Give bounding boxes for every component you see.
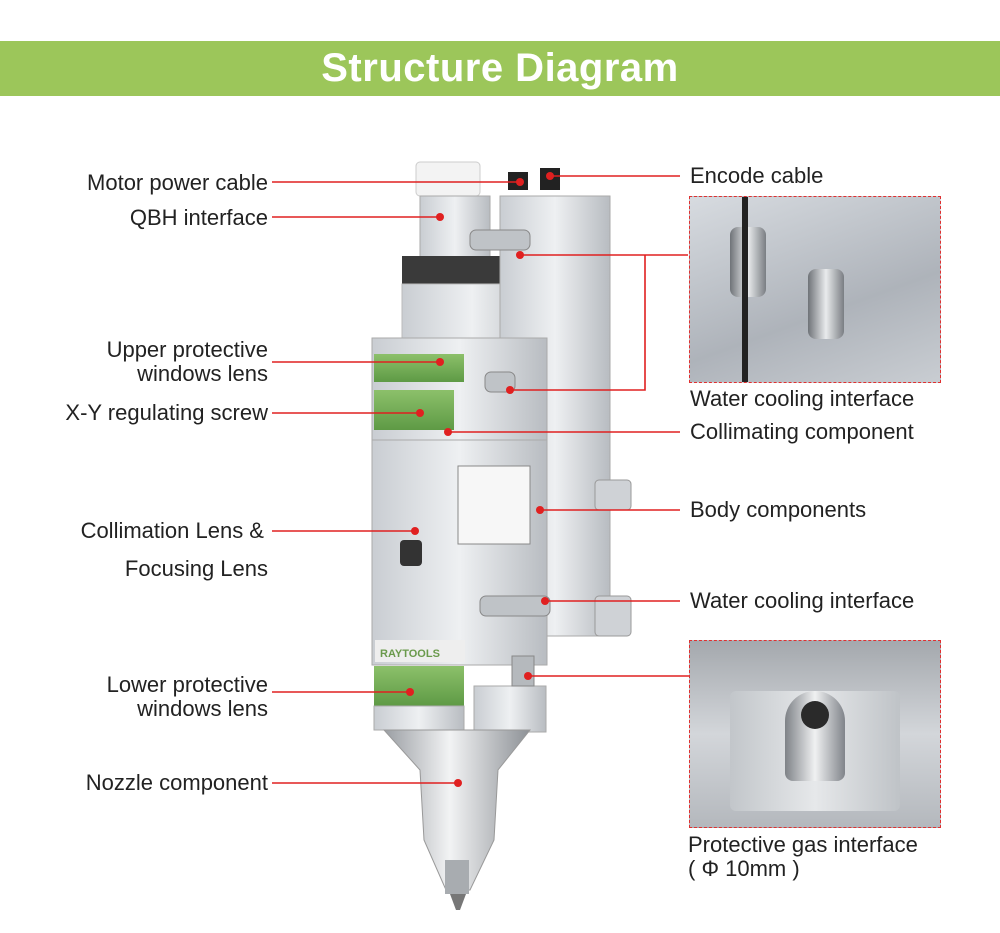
label-collimation-lens: Collimation Lens & bbox=[80, 518, 264, 543]
callout-dot bbox=[436, 213, 444, 221]
callout-dot bbox=[416, 409, 424, 417]
callout-dot bbox=[536, 506, 544, 514]
callout-dot bbox=[516, 178, 524, 186]
lower-protective-window bbox=[374, 666, 464, 706]
cable-closeup bbox=[742, 197, 748, 382]
callout-dot bbox=[436, 358, 444, 366]
qbh-cap bbox=[415, 161, 481, 197]
label-xy-regulating-screw: X-Y regulating screw bbox=[65, 400, 268, 425]
label-upper-protective-line1: Upper protective bbox=[106, 337, 268, 362]
callout-dot bbox=[506, 386, 514, 394]
callout-dot bbox=[454, 779, 462, 787]
label-nozzle-component: Nozzle component bbox=[85, 770, 268, 795]
label-water-cooling-lower: Water cooling interface bbox=[690, 588, 915, 613]
label-water-cooling-upper: Water cooling interface bbox=[690, 386, 915, 411]
callout-dot bbox=[444, 428, 452, 436]
lens-adjust-window bbox=[400, 540, 422, 566]
label-body-components: Body components bbox=[690, 497, 867, 522]
nozzle bbox=[382, 729, 532, 891]
gas-interface-closeup bbox=[689, 640, 941, 828]
label-lower-protective-line1: Lower protective bbox=[106, 672, 268, 697]
gas-fitting-bore bbox=[801, 701, 829, 729]
callout-dot bbox=[541, 597, 549, 605]
title-banner: Structure Diagram bbox=[0, 41, 1000, 96]
label-qbh-interface: QBH interface bbox=[129, 205, 268, 230]
water-fitting-closeup-right bbox=[808, 269, 844, 339]
callout-dot bbox=[546, 172, 554, 180]
callout-dot bbox=[406, 688, 414, 696]
xy-screw-block bbox=[374, 390, 454, 430]
nozzle-tip bbox=[450, 894, 466, 910]
lower-collar bbox=[373, 705, 465, 731]
mount-bracket-upper bbox=[594, 479, 632, 511]
label-upper-protective-line2: windows lens bbox=[137, 361, 268, 386]
water-fitting-upper bbox=[469, 229, 531, 251]
spec-label-plate bbox=[457, 465, 531, 545]
label-protective-gas-line2: ( Φ 10mm ) bbox=[688, 856, 800, 881]
page-title: Structure Diagram bbox=[321, 46, 679, 90]
callout-line-water-cooling-upper-b bbox=[510, 255, 646, 391]
water-fitting-closeup-left bbox=[730, 227, 766, 297]
callout-dot bbox=[524, 672, 532, 680]
callout-dots bbox=[406, 172, 554, 787]
label-encode-cable: Encode cable bbox=[690, 163, 824, 188]
gas-fitting bbox=[511, 655, 535, 687]
upper-protective-window bbox=[374, 354, 464, 382]
water-cooling-closeup bbox=[689, 196, 941, 383]
label-collimating-component: Collimating component bbox=[690, 419, 914, 444]
label-protective-gas-line1: Protective gas interface bbox=[688, 832, 918, 857]
brand-plate-text: RAYTOOLS bbox=[380, 648, 440, 660]
nozzle-knurl bbox=[445, 860, 469, 894]
brand-plate bbox=[375, 640, 465, 662]
water-fitting-lower bbox=[479, 595, 551, 617]
callout-lines bbox=[272, 175, 690, 784]
label-motor-power-cable: Motor power cable bbox=[87, 170, 268, 195]
callout-dot bbox=[411, 527, 419, 535]
label-lower-protective-line2: windows lens bbox=[137, 696, 268, 721]
callout-dot bbox=[516, 251, 524, 259]
gas-port-block bbox=[473, 685, 547, 733]
mount-bracket-lower bbox=[594, 595, 632, 637]
label-focusing-lens: Focusing Lens bbox=[124, 556, 268, 581]
